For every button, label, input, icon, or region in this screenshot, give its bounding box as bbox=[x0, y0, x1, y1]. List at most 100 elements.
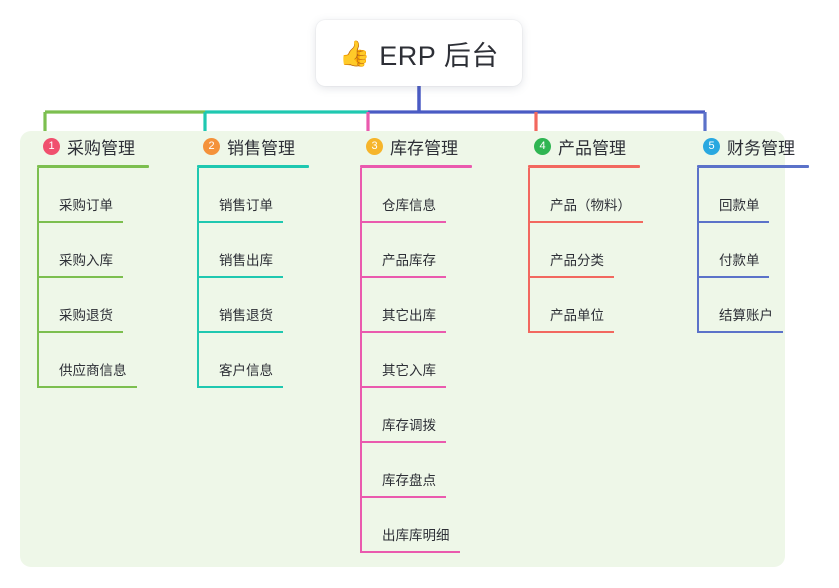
leaf-label: 其它出库 bbox=[382, 308, 436, 323]
column-spine bbox=[697, 168, 699, 333]
leaf-underline bbox=[37, 221, 123, 223]
column-header-2[interactable]: 2 销售管理 bbox=[197, 131, 309, 161]
column-badge-5: 5 bbox=[703, 137, 720, 155]
column-underline bbox=[697, 165, 809, 168]
leaf-label: 库存调拨 bbox=[382, 418, 436, 433]
leaf-underline bbox=[37, 386, 137, 388]
leaf-item[interactable]: 销售退货 bbox=[197, 278, 309, 333]
column-header-5[interactable]: 5 财务管理 bbox=[697, 131, 809, 161]
column-items: 回款单付款单结算账户 bbox=[697, 168, 809, 333]
leaf-label: 销售出库 bbox=[219, 253, 273, 268]
leaf-label: 产品库存 bbox=[382, 253, 436, 268]
column-badge-3: 3 bbox=[366, 137, 383, 155]
column-5: 5 财务管理回款单付款单结算账户 bbox=[697, 131, 809, 333]
leaf-item[interactable]: 产品库存 bbox=[360, 223, 472, 278]
leaf-label: 采购入库 bbox=[59, 253, 113, 268]
leaf-item[interactable]: 库存盘点 bbox=[360, 443, 472, 498]
leaf-underline bbox=[197, 386, 283, 388]
column-spine bbox=[37, 168, 39, 388]
leaf-item[interactable]: 产品单位 bbox=[528, 278, 640, 333]
column-header-3[interactable]: 3 库存管理 bbox=[360, 131, 472, 161]
column-spine bbox=[197, 168, 199, 388]
leaf-label: 仓库信息 bbox=[382, 198, 436, 213]
column-header-1[interactable]: 1 采购管理 bbox=[37, 131, 149, 161]
column-underline bbox=[528, 165, 640, 168]
column-title: 财务管理 bbox=[727, 138, 795, 158]
leaf-underline bbox=[697, 221, 769, 223]
leaf-label: 客户信息 bbox=[219, 363, 273, 378]
leaf-item[interactable]: 采购入库 bbox=[37, 223, 149, 278]
leaf-underline bbox=[37, 276, 123, 278]
leaf-label: 产品单位 bbox=[550, 308, 604, 323]
column-badge-1: 1 bbox=[43, 137, 60, 155]
leaf-item[interactable]: 采购订单 bbox=[37, 168, 149, 223]
leaf-item[interactable]: 采购退货 bbox=[37, 278, 149, 333]
leaf-item[interactable]: 产品分类 bbox=[528, 223, 640, 278]
column-spine bbox=[360, 168, 362, 553]
leaf-underline bbox=[360, 496, 446, 498]
leaf-item[interactable]: 出库库明细 bbox=[360, 498, 472, 553]
column-badge-2: 2 bbox=[203, 137, 220, 155]
leaf-underline bbox=[360, 276, 446, 278]
leaf-item[interactable]: 销售出库 bbox=[197, 223, 309, 278]
column-items: 销售订单销售出库销售退货客户信息 bbox=[197, 168, 309, 388]
leaf-underline bbox=[197, 276, 283, 278]
leaf-item[interactable]: 付款单 bbox=[697, 223, 809, 278]
leaf-label: 产品分类 bbox=[550, 253, 604, 268]
leaf-underline bbox=[528, 331, 614, 333]
column-title: 产品管理 bbox=[558, 138, 626, 158]
column-4: 4 产品管理产品（物料） 产品分类产品单位 bbox=[528, 131, 643, 333]
leaf-label: 销售退货 bbox=[219, 308, 273, 323]
leaf-underline bbox=[360, 441, 446, 443]
leaf-item[interactable]: 客户信息 bbox=[197, 333, 309, 388]
leaf-underline bbox=[360, 331, 446, 333]
leaf-item[interactable]: 销售订单 bbox=[197, 168, 309, 223]
leaf-underline bbox=[528, 276, 614, 278]
column-underline bbox=[197, 165, 309, 168]
leaf-item[interactable]: 供应商信息 bbox=[37, 333, 149, 388]
leaf-item[interactable]: 回款单 bbox=[697, 168, 809, 223]
leaf-label: 付款单 bbox=[719, 253, 760, 268]
column-3: 3 库存管理仓库信息产品库存其它出库其它入库库存调拨库存盘点出库库明细 bbox=[360, 131, 472, 553]
leaf-underline bbox=[197, 221, 283, 223]
leaf-underline bbox=[697, 331, 783, 333]
leaf-underline bbox=[697, 276, 769, 278]
leaf-underline bbox=[528, 221, 643, 223]
root-node[interactable]: 👍 ERP 后台 bbox=[316, 20, 522, 86]
leaf-label: 采购订单 bbox=[59, 198, 113, 213]
column-header-4[interactable]: 4 产品管理 bbox=[528, 131, 640, 161]
leaf-label: 采购退货 bbox=[59, 308, 113, 323]
column-spine bbox=[528, 168, 530, 333]
leaf-label: 其它入库 bbox=[382, 363, 436, 378]
column-underline bbox=[360, 165, 472, 168]
diagram-panel bbox=[20, 131, 785, 567]
column-items: 仓库信息产品库存其它出库其它入库库存调拨库存盘点出库库明细 bbox=[360, 168, 472, 553]
leaf-underline bbox=[37, 331, 123, 333]
leaf-item[interactable]: 其它出库 bbox=[360, 278, 472, 333]
leaf-label: 回款单 bbox=[719, 198, 760, 213]
leaf-underline bbox=[197, 331, 283, 333]
column-title: 销售管理 bbox=[227, 138, 295, 158]
column-title: 采购管理 bbox=[67, 138, 135, 158]
leaf-label: 结算账户 bbox=[719, 308, 773, 323]
leaf-underline bbox=[360, 386, 446, 388]
leaf-label: 出库库明细 bbox=[382, 528, 450, 543]
column-items: 产品（物料） 产品分类产品单位 bbox=[528, 168, 643, 333]
leaf-label: 供应商信息 bbox=[59, 363, 127, 378]
leaf-underline bbox=[360, 221, 446, 223]
leaf-label: 库存盘点 bbox=[382, 473, 436, 488]
column-items: 采购订单采购入库采购退货供应商信息 bbox=[37, 168, 149, 388]
leaf-underline bbox=[360, 551, 460, 553]
leaf-item[interactable]: 其它入库 bbox=[360, 333, 472, 388]
leaf-item[interactable]: 仓库信息 bbox=[360, 168, 472, 223]
column-underline bbox=[37, 165, 149, 168]
column-1: 1 采购管理采购订单采购入库采购退货供应商信息 bbox=[37, 131, 149, 388]
leaf-label: 销售订单 bbox=[219, 198, 273, 213]
leaf-item[interactable]: 库存调拨 bbox=[360, 388, 472, 443]
column-title: 库存管理 bbox=[390, 138, 458, 158]
leaf-item[interactable]: 结算账户 bbox=[697, 278, 809, 333]
column-2: 2 销售管理销售订单销售出库销售退货客户信息 bbox=[197, 131, 309, 388]
leaf-item[interactable]: 产品（物料） bbox=[528, 168, 643, 223]
column-badge-4: 4 bbox=[534, 137, 551, 155]
